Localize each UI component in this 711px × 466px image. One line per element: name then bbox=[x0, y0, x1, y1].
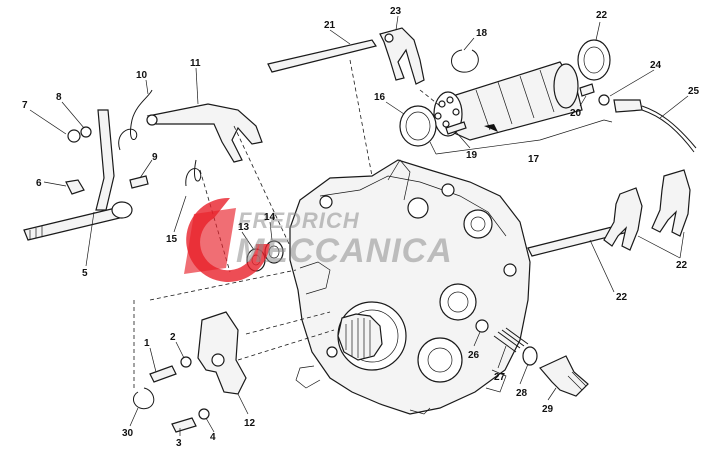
callout-22-right: 22 bbox=[616, 292, 628, 303]
watermark-logo-block bbox=[184, 208, 236, 274]
selector-shaft bbox=[23, 109, 133, 241]
pin-9 bbox=[129, 175, 149, 189]
neutral-sensor-25 bbox=[598, 94, 643, 113]
pin-20 bbox=[579, 83, 595, 97]
circlip-31 bbox=[133, 387, 155, 410]
callout-28: 27 bbox=[494, 372, 506, 383]
callout-11: 11 bbox=[190, 58, 201, 69]
callout-6: 6 bbox=[36, 178, 42, 189]
callout-29: 28 bbox=[516, 388, 528, 399]
callout-10: 10 bbox=[136, 70, 148, 81]
circlip-18 bbox=[451, 49, 479, 73]
callout-5: 5 bbox=[82, 268, 88, 279]
watermark: FREDRICH MECCANICA bbox=[184, 197, 453, 282]
cable-26 bbox=[641, 105, 697, 149]
washer-2 bbox=[180, 356, 192, 368]
callout-18: 18 bbox=[476, 28, 488, 39]
callout-17: 17 bbox=[528, 154, 540, 165]
spring-10 bbox=[118, 89, 153, 151]
shift-drum bbox=[433, 61, 583, 141]
bolt-3 bbox=[171, 417, 197, 433]
callout-7: 7 bbox=[22, 100, 28, 111]
callout-30: 29 bbox=[542, 404, 554, 415]
washer-8 bbox=[80, 126, 92, 138]
bolt-1 bbox=[149, 365, 177, 383]
forks-23 bbox=[603, 169, 691, 251]
callout-21: 22 bbox=[596, 10, 608, 21]
plate-12 bbox=[197, 311, 247, 395]
callout-8: 8 bbox=[56, 92, 62, 103]
watermark-line1: FREDRICH bbox=[238, 208, 360, 233]
callout-20: 20 bbox=[570, 108, 582, 119]
callout-31: 30 bbox=[122, 428, 134, 439]
callout-23: 22 bbox=[676, 260, 688, 271]
callout-2: 2 bbox=[170, 332, 176, 343]
spring-15 bbox=[185, 159, 202, 187]
bolt-6 bbox=[65, 179, 85, 195]
pin-19 bbox=[445, 121, 467, 135]
fork-24 bbox=[379, 27, 425, 85]
callout-25: 24 bbox=[650, 60, 662, 71]
callout-22-top: 21 bbox=[324, 20, 336, 31]
spring-28 bbox=[493, 327, 529, 353]
watermark-line2: MECCANICA bbox=[236, 232, 453, 270]
callout-15: 15 bbox=[166, 234, 178, 245]
crankcase bbox=[289, 159, 531, 415]
callout-16: 16 bbox=[374, 92, 386, 103]
washer-16 bbox=[399, 105, 437, 147]
fork-rod-22-top bbox=[267, 39, 377, 73]
ball-27 bbox=[475, 319, 489, 333]
callout-4: 4 bbox=[210, 432, 216, 443]
callout-labels: 7 8 6 9 10 11 5 15 13 14 21 23 18 16 19 … bbox=[22, 6, 700, 449]
callout-27: 26 bbox=[468, 350, 480, 361]
nut-7 bbox=[67, 129, 81, 143]
washer-4 bbox=[198, 408, 210, 420]
leader-lines bbox=[29, 15, 689, 436]
callout-19: 19 bbox=[466, 150, 478, 161]
plug-30 bbox=[539, 355, 589, 397]
lever-11 bbox=[146, 103, 263, 163]
callout-13: 13 bbox=[238, 222, 250, 233]
cable-26-b bbox=[641, 109, 695, 153]
callout-1: 1 bbox=[144, 338, 150, 349]
callout-12: 12 bbox=[244, 418, 256, 429]
washer-29 bbox=[522, 346, 538, 366]
callout-9: 9 bbox=[152, 152, 158, 163]
callout-24: 23 bbox=[390, 6, 402, 17]
callout-26: 25 bbox=[688, 86, 700, 97]
callout-14: 14 bbox=[264, 212, 276, 223]
washer-21 bbox=[577, 39, 611, 81]
callout-3: 3 bbox=[176, 438, 182, 449]
